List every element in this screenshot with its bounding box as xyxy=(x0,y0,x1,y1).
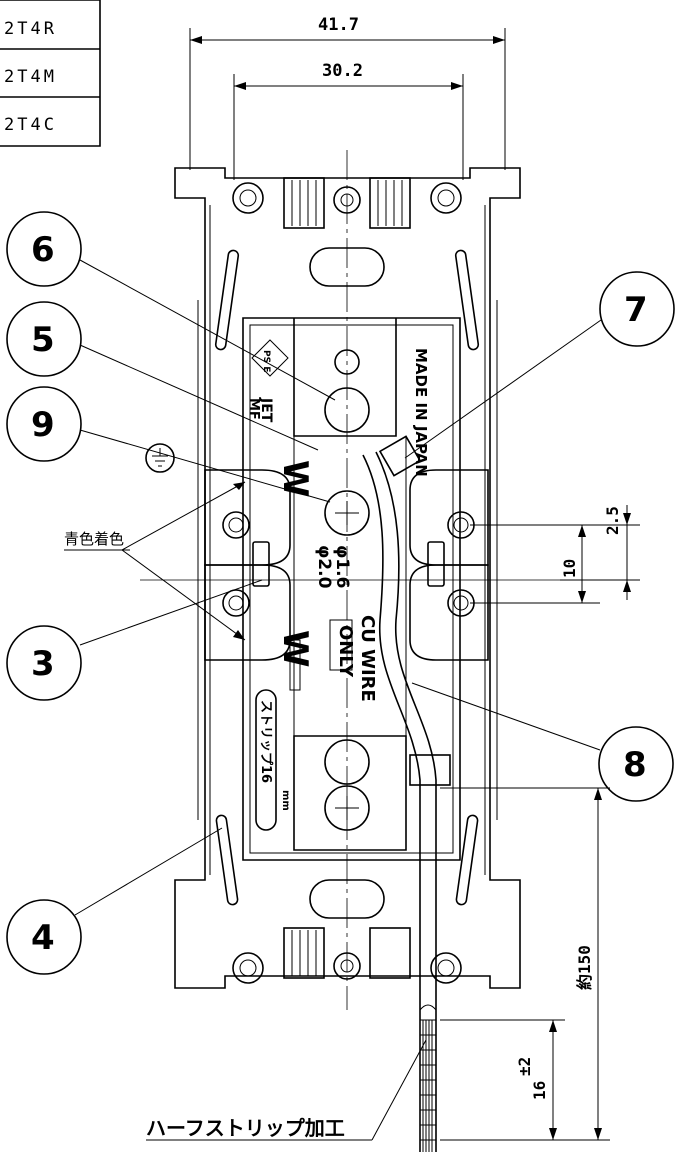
model-2t4m: 2T4M xyxy=(4,67,57,87)
note-blue-color: 青色着色 xyxy=(64,481,246,641)
svg-text:30.2: 30.2 xyxy=(322,61,363,81)
dimension-lead-length: 約150 xyxy=(440,787,610,1141)
callout-4: 4 xyxy=(6,827,223,975)
only-mark: ONLY xyxy=(335,625,356,678)
strip-gauge-mark: ストリップ16 xyxy=(258,700,273,783)
ground-lead-wire xyxy=(362,435,451,1152)
mounting-frame xyxy=(174,167,521,989)
mm-mark: mm xyxy=(280,790,291,811)
svg-text:青色着色: 青色着色 xyxy=(64,530,124,548)
svg-text:ハーフストリップ加工: ハーフストリップ加工 xyxy=(146,1116,345,1140)
dimension-inner-width: 30.2 xyxy=(233,61,464,180)
callout-9: 9 xyxy=(6,386,331,503)
svg-text:41.7: 41.7 xyxy=(318,15,359,35)
dimension-offset: 2.5 xyxy=(470,505,640,600)
note-half-strip: ハーフストリップ加工 xyxy=(146,1039,427,1141)
made-in-japan-mark: MADE IN JAPAN xyxy=(412,348,430,477)
callout-7: 7 xyxy=(404,271,675,459)
mf-mark: MF xyxy=(246,398,261,420)
model-2t4r: 2T4R xyxy=(4,19,57,39)
stripped-wire-end xyxy=(420,1019,436,1152)
dimension-strip-length: 16 ±2 xyxy=(440,1019,565,1140)
switch-body xyxy=(140,317,560,861)
svg-text:約150: 約150 xyxy=(575,945,594,990)
svg-text:3: 3 xyxy=(31,644,55,684)
model-table: 2T4R 2T4M 2T4C xyxy=(0,0,101,147)
svg-text:8: 8 xyxy=(623,745,647,785)
body-markings: MADE IN JAPAN JET MF PS E W W φ1.6 φ2.0 … xyxy=(246,339,430,811)
callout-6: 6 xyxy=(6,211,336,401)
cu-wire-mark: CU WIRE xyxy=(357,615,378,702)
pse-mark: PS E xyxy=(261,350,271,372)
callout-8: 8 xyxy=(411,682,674,802)
svg-text:9: 9 xyxy=(31,405,55,445)
svg-text:2.5: 2.5 xyxy=(603,506,622,535)
callout-5: 5 xyxy=(6,301,319,451)
dimension-pitch: 10 xyxy=(470,525,600,604)
jet-mark: JET xyxy=(258,397,274,423)
pse-diamond xyxy=(251,339,289,377)
svg-text:10: 10 xyxy=(560,559,579,578)
callout-3: 3 xyxy=(6,579,263,701)
wire-diameter-16: φ1.6 xyxy=(332,545,352,588)
svg-text:±2: ±2 xyxy=(515,1057,534,1076)
wire-diameter-20: φ2.0 xyxy=(314,545,334,589)
svg-text:6: 6 xyxy=(31,230,55,270)
svg-text:5: 5 xyxy=(31,320,55,360)
svg-text:16: 16 xyxy=(530,1081,549,1100)
dimension-outer-width: 41.7 xyxy=(189,15,506,170)
svg-text:4: 4 xyxy=(31,918,55,958)
svg-text:7: 7 xyxy=(624,290,648,330)
w-mark-upper: W xyxy=(275,460,315,498)
model-2t4c: 2T4C xyxy=(4,115,57,135)
w-mark-lower: W xyxy=(275,630,315,668)
